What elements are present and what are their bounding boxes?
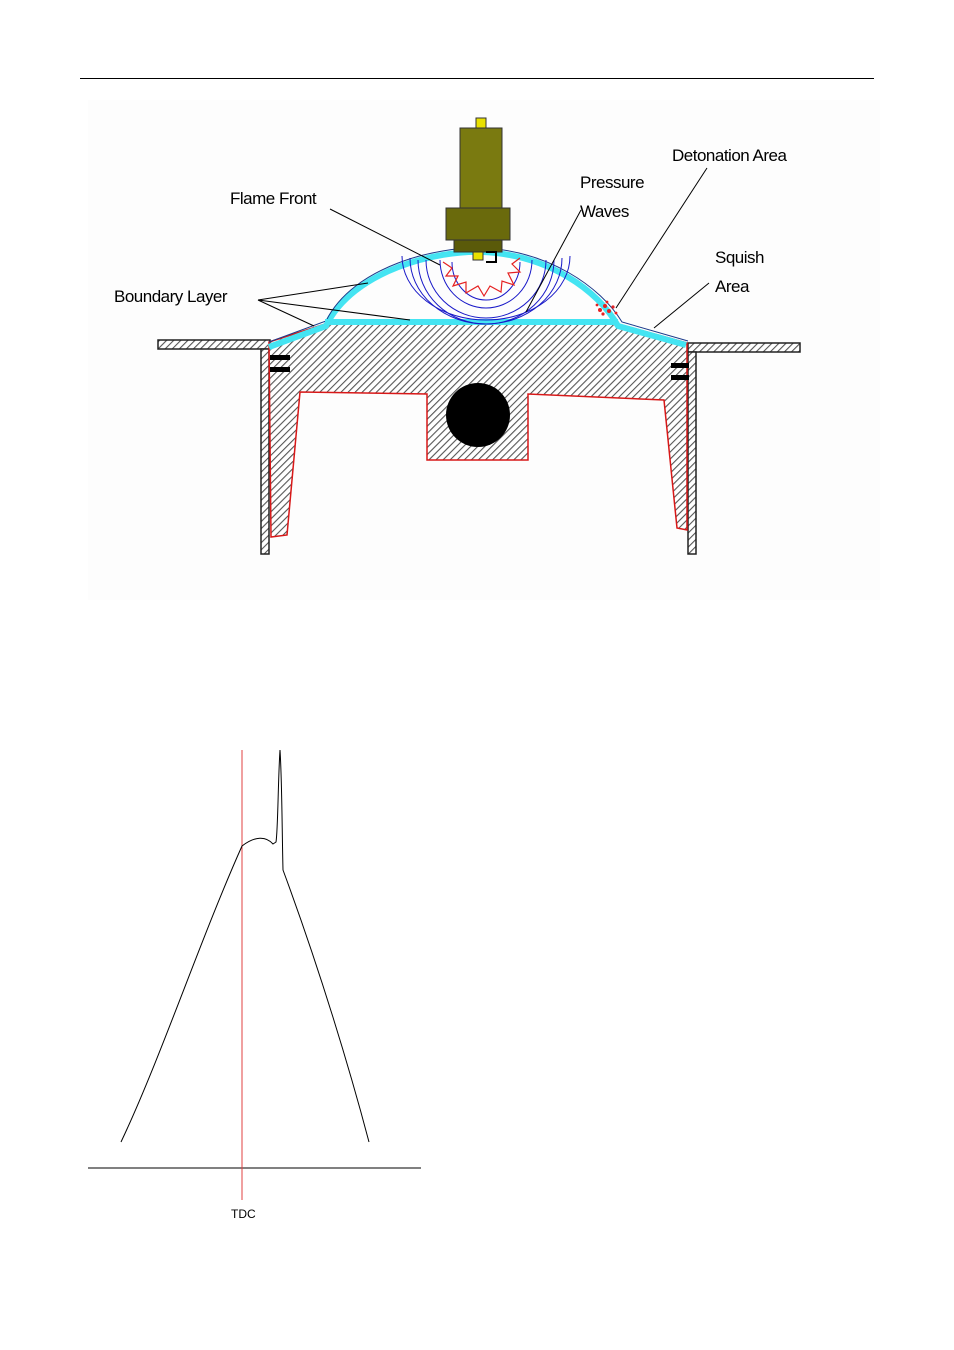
label-waves: Waves — [580, 202, 629, 221]
label-flame-front: Flame Front — [230, 189, 317, 208]
piston-ring-right-2 — [671, 375, 689, 380]
cylinder-wall-right — [688, 352, 696, 554]
label-boundary-layer: Boundary Layer — [114, 287, 228, 306]
label-squish: Squish — [715, 248, 764, 267]
piston-ring-left-2 — [270, 367, 290, 372]
label-detonation-area: Detonation Area — [672, 146, 787, 165]
cylinder-wall-left — [261, 349, 269, 554]
deck-plate-left — [158, 340, 270, 349]
combustion-chamber-diagram: Flame Front Pressure Waves Detonation Ar… — [88, 100, 880, 600]
pressure-graph: TDC — [80, 740, 440, 1230]
label-area: Area — [715, 277, 750, 296]
label-pressure: Pressure — [580, 173, 644, 192]
page-header-rule — [80, 78, 874, 79]
tdc-label: TDC — [231, 1207, 256, 1221]
deck-plate-right — [688, 343, 800, 352]
piston-ring-left-1 — [270, 355, 290, 360]
wrist-pin — [446, 383, 510, 447]
piston-ring-right-1 — [671, 363, 689, 368]
pressure-curve — [121, 750, 369, 1142]
